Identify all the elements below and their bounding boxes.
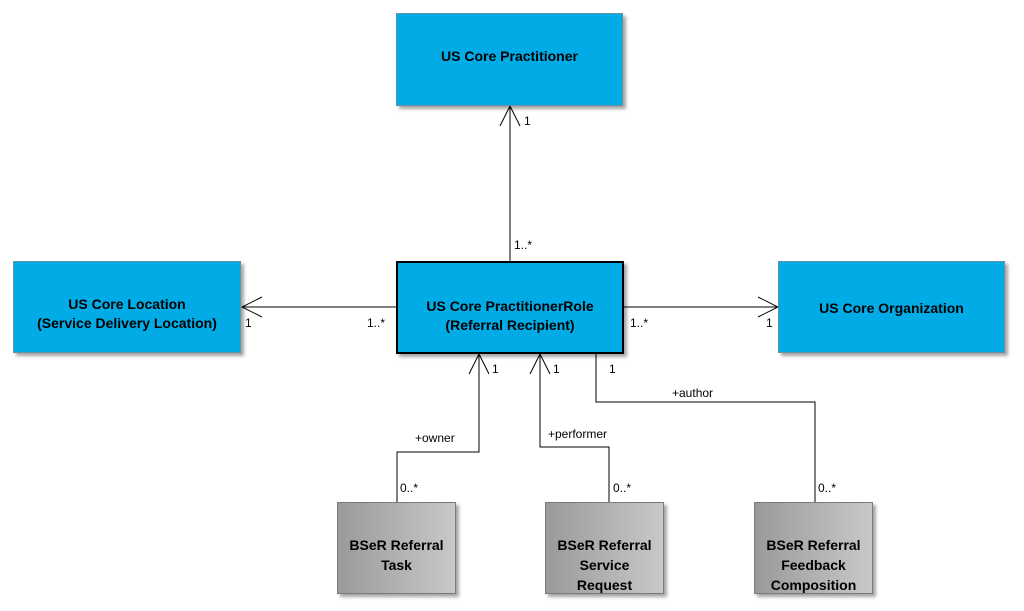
- practitioner-role-class-name: US Core PractitionerRole (Referral Recip…: [426, 298, 594, 333]
- organization-class-box[interactable]: US Core Organization: [778, 261, 1005, 353]
- task-role-end-multiplicity: 1: [492, 362, 499, 376]
- edge-role-feedback: [595, 354, 816, 502]
- practitioner-class-box[interactable]: US Core Practitioner: [396, 13, 623, 106]
- location-class-name: US Core Location (Service Delivery Locat…: [37, 296, 217, 331]
- arrowhead-service-request-role-icon: [529, 352, 551, 375]
- practitioner-class-name: US Core Practitioner: [441, 48, 578, 64]
- location-class-box[interactable]: US Core Location (Service Delivery Locat…: [13, 261, 241, 353]
- location-end-multiplicity: 1: [245, 316, 252, 330]
- task-class-name: BSeR Referral Task: [349, 537, 444, 573]
- feedback-class-box[interactable]: BSeR Referral Feedback Composition: [754, 502, 873, 594]
- feedback-role-end-multiplicity: 1: [609, 362, 616, 376]
- task-multiplicity: 0..*: [400, 481, 419, 495]
- role-practitioner-multiplicity: 1..*: [514, 238, 533, 252]
- edge-task-role: [396, 354, 480, 502]
- performer-role-label: +performer: [548, 427, 608, 441]
- service-request-class-box[interactable]: BSeR Referral Service Request: [545, 502, 664, 594]
- task-class-box[interactable]: BSeR Referral Task: [337, 502, 456, 594]
- arrowhead-task-role-icon: [468, 352, 490, 375]
- feedback-class-name: BSeR Referral Feedback Composition: [766, 537, 861, 593]
- role-location-multiplicity: 1..*: [367, 316, 386, 330]
- practitioner-end-multiplicity: 1: [524, 114, 531, 128]
- organization-end-multiplicity: 1: [766, 316, 773, 330]
- author-role-label: +author: [672, 386, 714, 400]
- arrowhead-location-icon: [240, 296, 263, 318]
- service-request-class-name: BSeR Referral Service Request: [557, 537, 652, 593]
- role-organization-multiplicity: 1..*: [630, 316, 649, 330]
- practitioner-role-class-box[interactable]: US Core PractitionerRole (Referral Recip…: [396, 261, 624, 354]
- organization-class-name: US Core Organization: [819, 300, 964, 316]
- service-request-role-end-multiplicity: 1: [553, 362, 560, 376]
- arrowhead-practitioner-icon: [499, 104, 521, 127]
- owner-role-label: +owner: [415, 431, 455, 445]
- edge-service-request-role: [539, 354, 610, 502]
- service-request-multiplicity: 0..*: [613, 481, 632, 495]
- feedback-multiplicity: 0..*: [818, 481, 837, 495]
